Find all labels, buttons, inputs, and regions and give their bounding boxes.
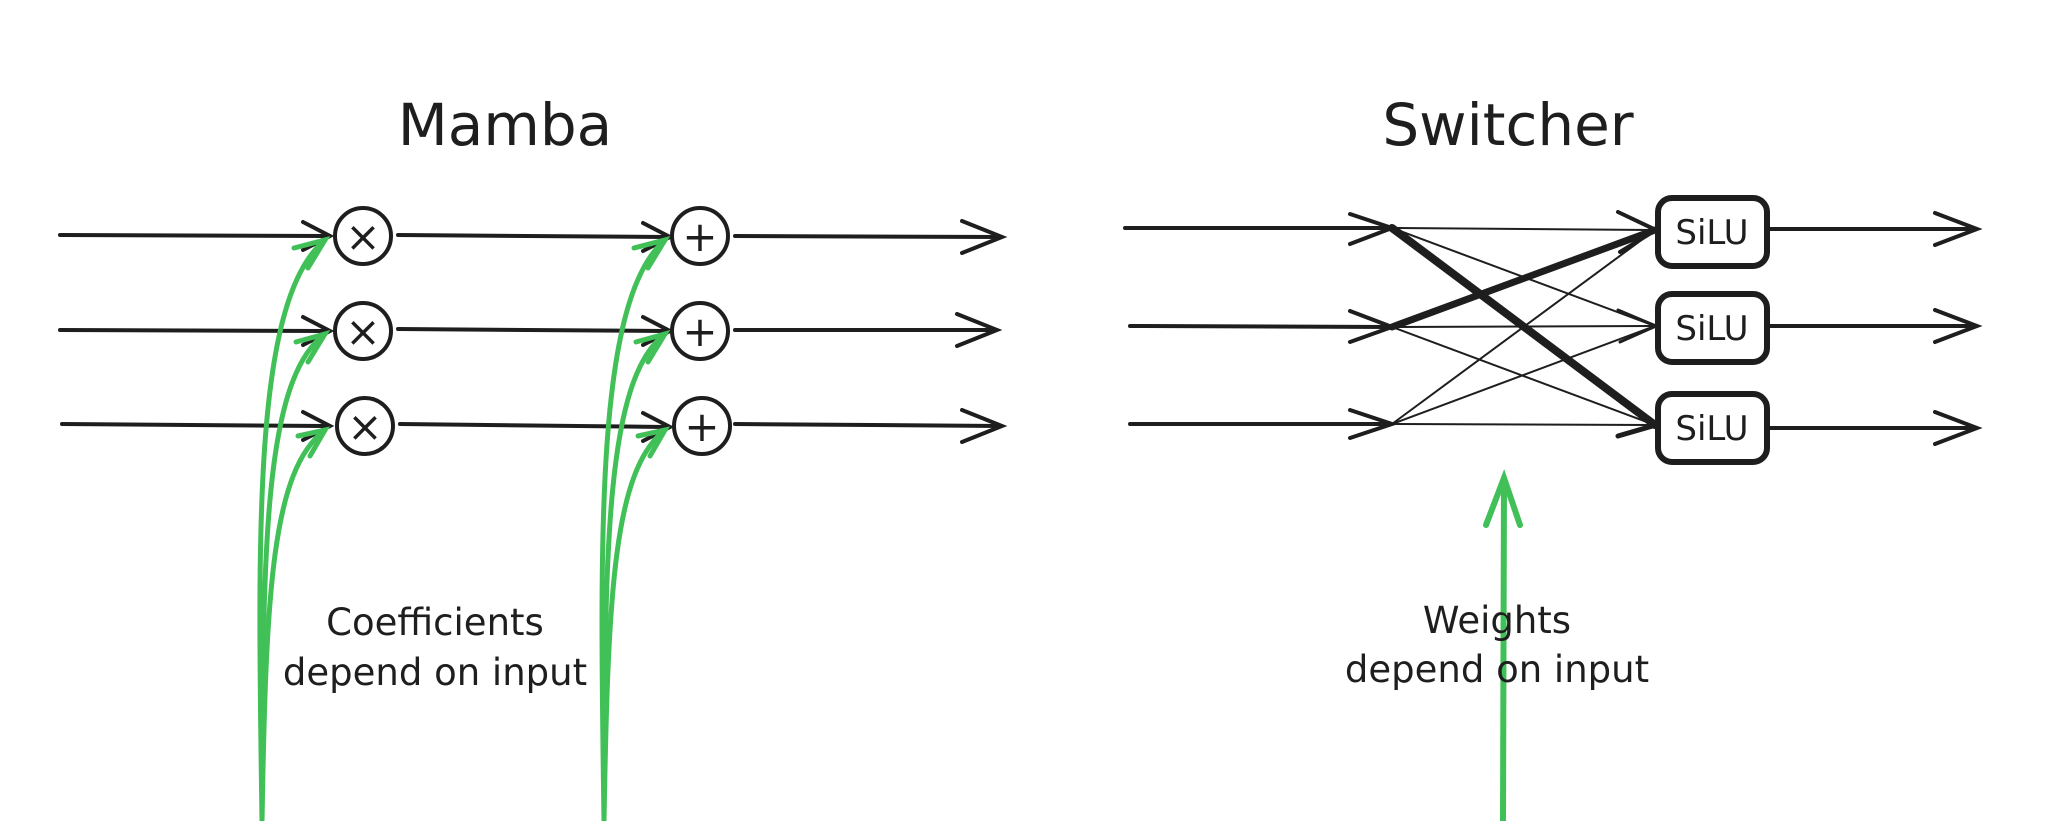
mamba-coefficient-arrows [257, 236, 671, 821]
multiply-symbol: × [347, 402, 382, 451]
silu-label: SiLU [1675, 309, 1748, 349]
mamba-add-nodes: + + + [670, 206, 732, 456]
green-arrowhead-mult-2 [293, 329, 331, 365]
switcher-title: Switcher [1382, 91, 1633, 159]
mamba-arrowhead-3-mid [641, 411, 675, 443]
green-arrowhead-add-3 [635, 426, 671, 459]
multiply-node-3: × [335, 396, 395, 456]
green-arrowhead-mult-3 [295, 426, 331, 459]
silu-label: SiLU [1675, 409, 1748, 449]
mamba-arrowhead-2-out [955, 312, 1003, 348]
connection-3-3 [1391, 423, 1656, 426]
green-arrow-weights [1500, 475, 1507, 821]
mamba-line-2-mid [396, 327, 667, 333]
green-arrowhead-add-2 [633, 329, 671, 365]
silu-label: SiLU [1675, 213, 1748, 253]
switcher-caption-line-2: depend on input [1345, 648, 1649, 691]
switcher-weight-connections [1388, 210, 1662, 439]
add-node-3: + [672, 396, 732, 456]
add-symbol: + [682, 212, 717, 261]
add-symbol: + [684, 402, 719, 451]
connection-2-1 [1388, 226, 1659, 331]
multiply-symbol: × [345, 307, 380, 356]
switcher-caption-line-1: Weights [1423, 599, 1571, 642]
switcher-output-arrowhead-2 [1933, 308, 1983, 344]
mamba-line-1-out [733, 234, 1002, 239]
mamba-title: Mamba [398, 91, 612, 159]
green-arrow-mult-3 [259, 427, 328, 821]
mamba-line-3-out [733, 422, 1002, 428]
mamba-caption-line-2: depend on input [283, 651, 587, 694]
green-arrowhead-mult-1 [291, 236, 331, 271]
connection-3-1 [1391, 229, 1656, 425]
mamba-arrowhead-2-in [301, 315, 335, 347]
multiply-symbol: × [345, 212, 380, 261]
switcher-output-arrowhead-3 [1933, 410, 1983, 446]
mamba-multiply-nodes: × × × [333, 206, 395, 456]
connection-arrowhead-1 [1616, 210, 1661, 254]
mamba-channel-lines [58, 219, 1008, 444]
silu-box-2: SiLU [1655, 291, 1770, 365]
multiply-node-1: × [333, 206, 393, 266]
switcher-output-lines [1768, 211, 1983, 446]
mamba-line-3-in [60, 422, 327, 428]
mamba-caption: Coefficients depend on input [283, 601, 587, 694]
switcher-weight-arrow [1483, 469, 1523, 821]
mamba-arrowhead-1-out [960, 219, 1008, 255]
mamba-line-1-in [58, 233, 327, 238]
add-node-1: + [670, 206, 730, 266]
add-node-2: + [670, 301, 730, 361]
mamba-line-1-mid [396, 233, 667, 239]
silu-box-1: SiLU [1655, 195, 1770, 269]
multiply-node-2: × [333, 301, 393, 361]
switcher-input-lines [1123, 212, 1399, 440]
green-arrowhead-weights [1483, 469, 1523, 528]
connection-3-2 [1391, 325, 1656, 425]
green-arrowhead-add-1 [631, 236, 671, 271]
switcher-activations: SiLU SiLU SiLU [1655, 195, 1770, 465]
mamba-line-3-mid [398, 422, 667, 429]
mamba-arrowhead-3-out [960, 408, 1008, 444]
silu-box-3: SiLU [1655, 391, 1770, 465]
mamba-line-2-in [58, 328, 327, 333]
connection-1-1 [1391, 227, 1656, 231]
switcher-input-line-2 [1128, 324, 1392, 329]
mamba-caption-line-1: Coefficients [326, 601, 544, 644]
mamba-arrowhead-1-mid [641, 221, 675, 253]
add-symbol: + [682, 307, 717, 356]
switcher-output-arrowhead-1 [1933, 211, 1983, 247]
green-arrow-add-3 [601, 427, 668, 821]
switcher-caption: Weights depend on input [1345, 599, 1649, 691]
switcher-panel: Switcher [1123, 91, 1983, 821]
mamba-panel: Mamba [58, 91, 1008, 821]
